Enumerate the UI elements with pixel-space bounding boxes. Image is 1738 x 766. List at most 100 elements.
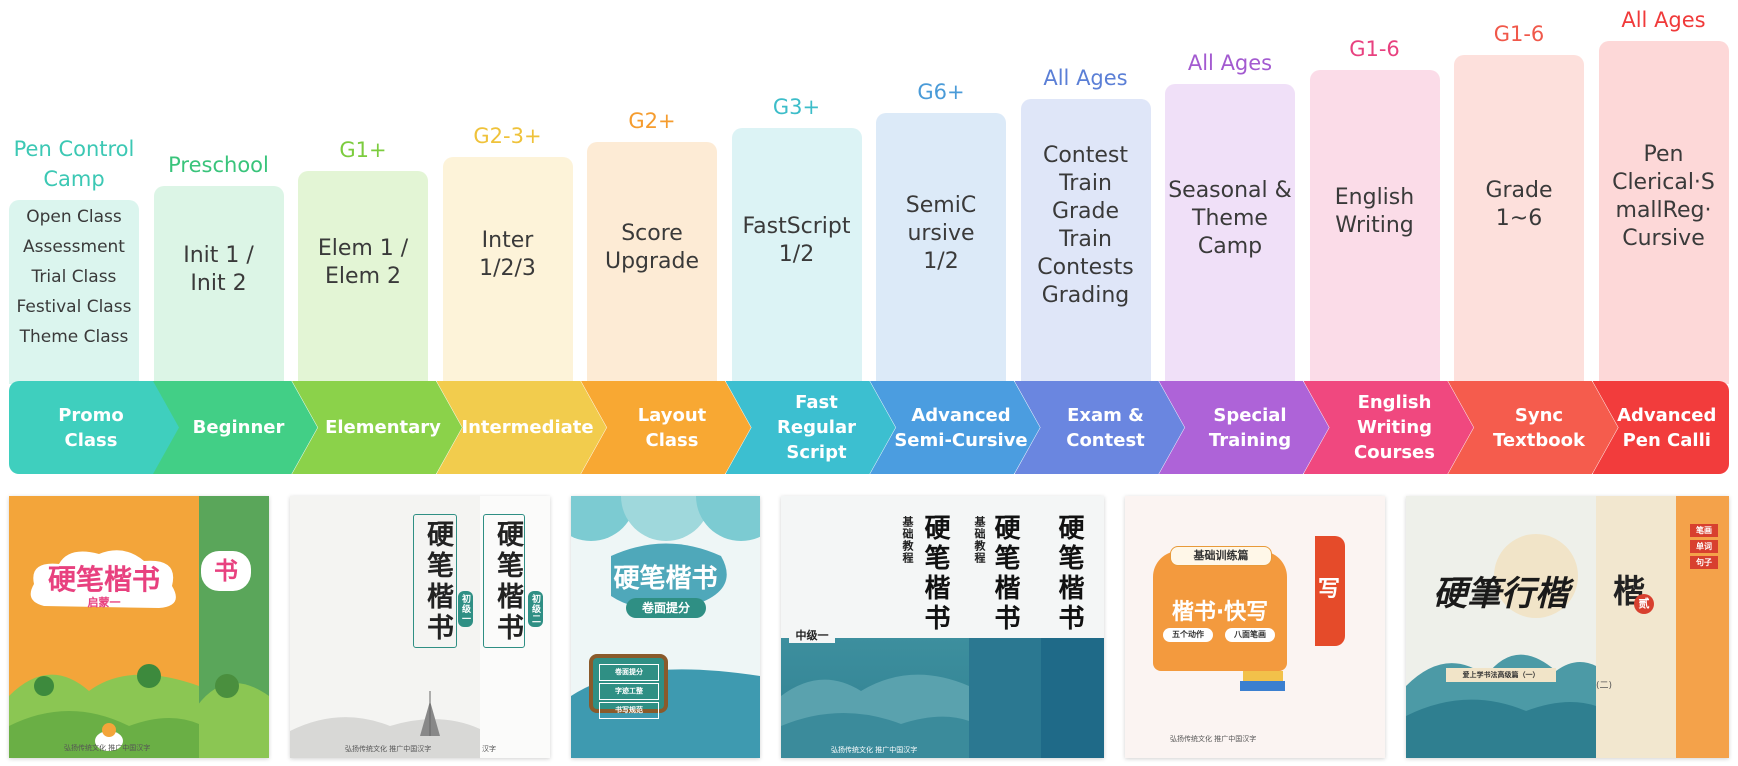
book-footer: 弘扬传统文化 推广中国汉字 [831,746,918,754]
book-back-cover: 笔画 单词 句子 楷 贰 (二) [1594,496,1729,758]
cover-background [571,496,760,758]
hills-illustration [9,664,199,758]
book-cover-layout: 硬笔楷书 卷面提分 卷面提分 字迹工整 书写规范 [571,496,760,758]
book-back-subtitle: (二) [1596,681,1613,691]
level-band: Special Training [1159,381,1329,474]
book-tag: 五个动作 [1163,628,1213,642]
level-card: Init 1 / Init 2 [153,185,284,384]
level-card: Open Class Assessment Trial Class Festiv… [9,200,139,384]
level-band-label: Elementary [325,417,441,438]
book-title: 硬笔楷书 [990,514,1020,634]
level-band: Fast Regular Script [726,381,896,474]
book-footer: 汉字 [482,745,496,753]
level-tag: 初级一 [458,591,473,627]
level-band: Intermediate [437,381,607,474]
book-subtitle: 爱上学书法高级篇（一） [1446,668,1556,682]
level-band-label: Intermediate [461,417,594,438]
level-card: Inter 1/2/3 [442,156,573,384]
book-front-cover: 硬笔楷书 初级一 弘扬传统文化 推广中国汉字 [290,496,480,758]
hills-illustration [197,674,269,758]
level-tag: 初级二 [528,591,543,627]
age-label: G1+ [339,138,387,162]
age-label: G1-6 [1493,22,1545,46]
age-label: G6+ [917,80,965,104]
book-cover-fast-script: 写 基础训练篇 楷书·快写 五个动作 八面笔画 弘扬传统文化 推广中国汉字 [1125,496,1385,758]
level-card: SemiC ursive 1/2 [876,113,1006,384]
level-card-text: FastScript 1/2 [742,213,851,267]
book-title: 硬笔楷书 [422,520,453,644]
level-card: Pen Clerical·S mallReg· Cursive [1598,40,1729,384]
book-cover-beginner: 书 硬笔楷书 启蒙一 弘扬传统文化 推广中国汉字 [9,496,269,758]
tag-item: 笔画 [1690,524,1718,537]
book-front-cover: 硬笔楷书 启蒙一 弘扬传统文化 推广中国汉字 [9,496,199,758]
book-header: 基础训练篇 [1170,546,1272,566]
book-pretitle: 基础教程 [973,516,986,564]
level-band: Layout Class [581,381,751,474]
level-band-label: Exam & Contest [1066,404,1145,451]
book-subtitle: 卷面提分 [626,598,706,618]
age-label: All Ages [1621,7,1706,32]
level-card-text: Pen Clerical·S mallReg· Cursive [1612,142,1715,252]
age-label: All Ages [1187,51,1273,75]
chalkboard: 卷面提分 字迹工整 书写规范 [599,662,659,721]
book-back-cover: 硬笔楷书 初级二 汉字 [478,496,550,758]
title-frame [413,514,457,648]
book-back-title: 写 [1317,577,1340,602]
back-panel [1313,536,1345,646]
level-band-label: Sync Textbook [1493,404,1585,451]
book-back-cover: 书 [197,496,269,758]
level-band: Advanced Semi-Cursive [870,381,1040,474]
level-band-label: English Writing Courses [1354,392,1435,463]
board-item: 书写规范 [599,702,659,719]
level-card-text: Seasonal & Theme Camp [1168,178,1292,259]
level-band: Promo Class [9,381,179,474]
book-footer: 弘扬传统文化 推广中国汉字 [64,744,151,752]
ink-landscape [290,691,480,758]
level-card-text: Score Upgrade [604,221,700,274]
book-title: 硬笔楷书 [47,563,160,596]
book-tag: 八面笔画 [1225,628,1275,642]
level-card-text: Contest Train Grade Train Contests Gradi… [1037,143,1134,309]
level-card-text: Init 1 / Init 2 [183,242,254,296]
book-covers-layered: 中级一 基础教程 硬笔楷书 基础教程 硬笔楷书 硬笔楷书 弘扬传统文化 推广中国… [781,496,1104,758]
back-side-band [1676,496,1729,758]
book-front-cover: 硬筆行楷 爱上学书法高级篇（一） [1406,496,1596,758]
level-band: Sync Textbook [1448,381,1618,474]
age-label: G3+ [772,94,821,119]
book-title: 硬笔楷书 [613,564,718,594]
book-subtitle: 启蒙一 [87,596,121,609]
level-band: Exam & Contest [1015,381,1185,474]
back-cover-band [1041,638,1104,758]
book-footer: 弘扬传统文化 推广中国汉字 [1170,735,1257,743]
level-card: English Writing [1309,69,1440,384]
level-card-text: SemiC ursive 1/2 [905,192,977,274]
book-title: 硬笔楷书 [920,514,950,634]
level-label: 中级一 [789,627,835,643]
cloud-shape [30,550,176,608]
book-cover-elementary: 硬笔楷书 初级二 汉字 硬笔楷书 初级一 弘扬传统文化 推广中国汉字 [290,496,550,758]
level-card: Score Upgrade [587,142,717,384]
book-cover-advanced: 笔画 单词 句子 楷 贰 (二) 硬筆行楷 爱上学书法高级篇（一） [1406,496,1729,758]
level-band-label: Promo Class [58,404,124,451]
level-card: FastScript 1/2 [731,127,862,384]
age-label: G1-6 [1349,36,1400,61]
book-title: 硬笔楷书 [1054,514,1084,634]
volume-badge: 贰 [1634,594,1654,614]
book-cover-intermediate: 中级一 基础教程 硬笔楷书 基础教程 硬笔楷书 硬笔楷书 弘扬传统文化 推广中国… [781,496,1104,758]
level-band-label: Advanced Pen Calli [1617,404,1717,451]
level-band: Elementary [292,381,462,474]
mountain-landscape [781,674,969,758]
board-item: 卷面提分 [599,664,659,681]
tag-item: 单词 [1690,540,1718,553]
level-band-label: Fast Regular Script [777,392,856,463]
book-back-title: 书 [201,551,251,591]
level-band-label: Special Training [1208,404,1292,451]
book-stack-illustration [1240,671,1285,691]
book-title: 硬笔楷书 [492,520,523,644]
tag-item: 句子 [1690,556,1718,569]
level-card-text: English Writing [1334,184,1415,238]
book-title: 楷书·快写 [1171,600,1269,625]
book-back-cover: 写 [1313,496,1385,758]
title-frame [483,514,525,648]
